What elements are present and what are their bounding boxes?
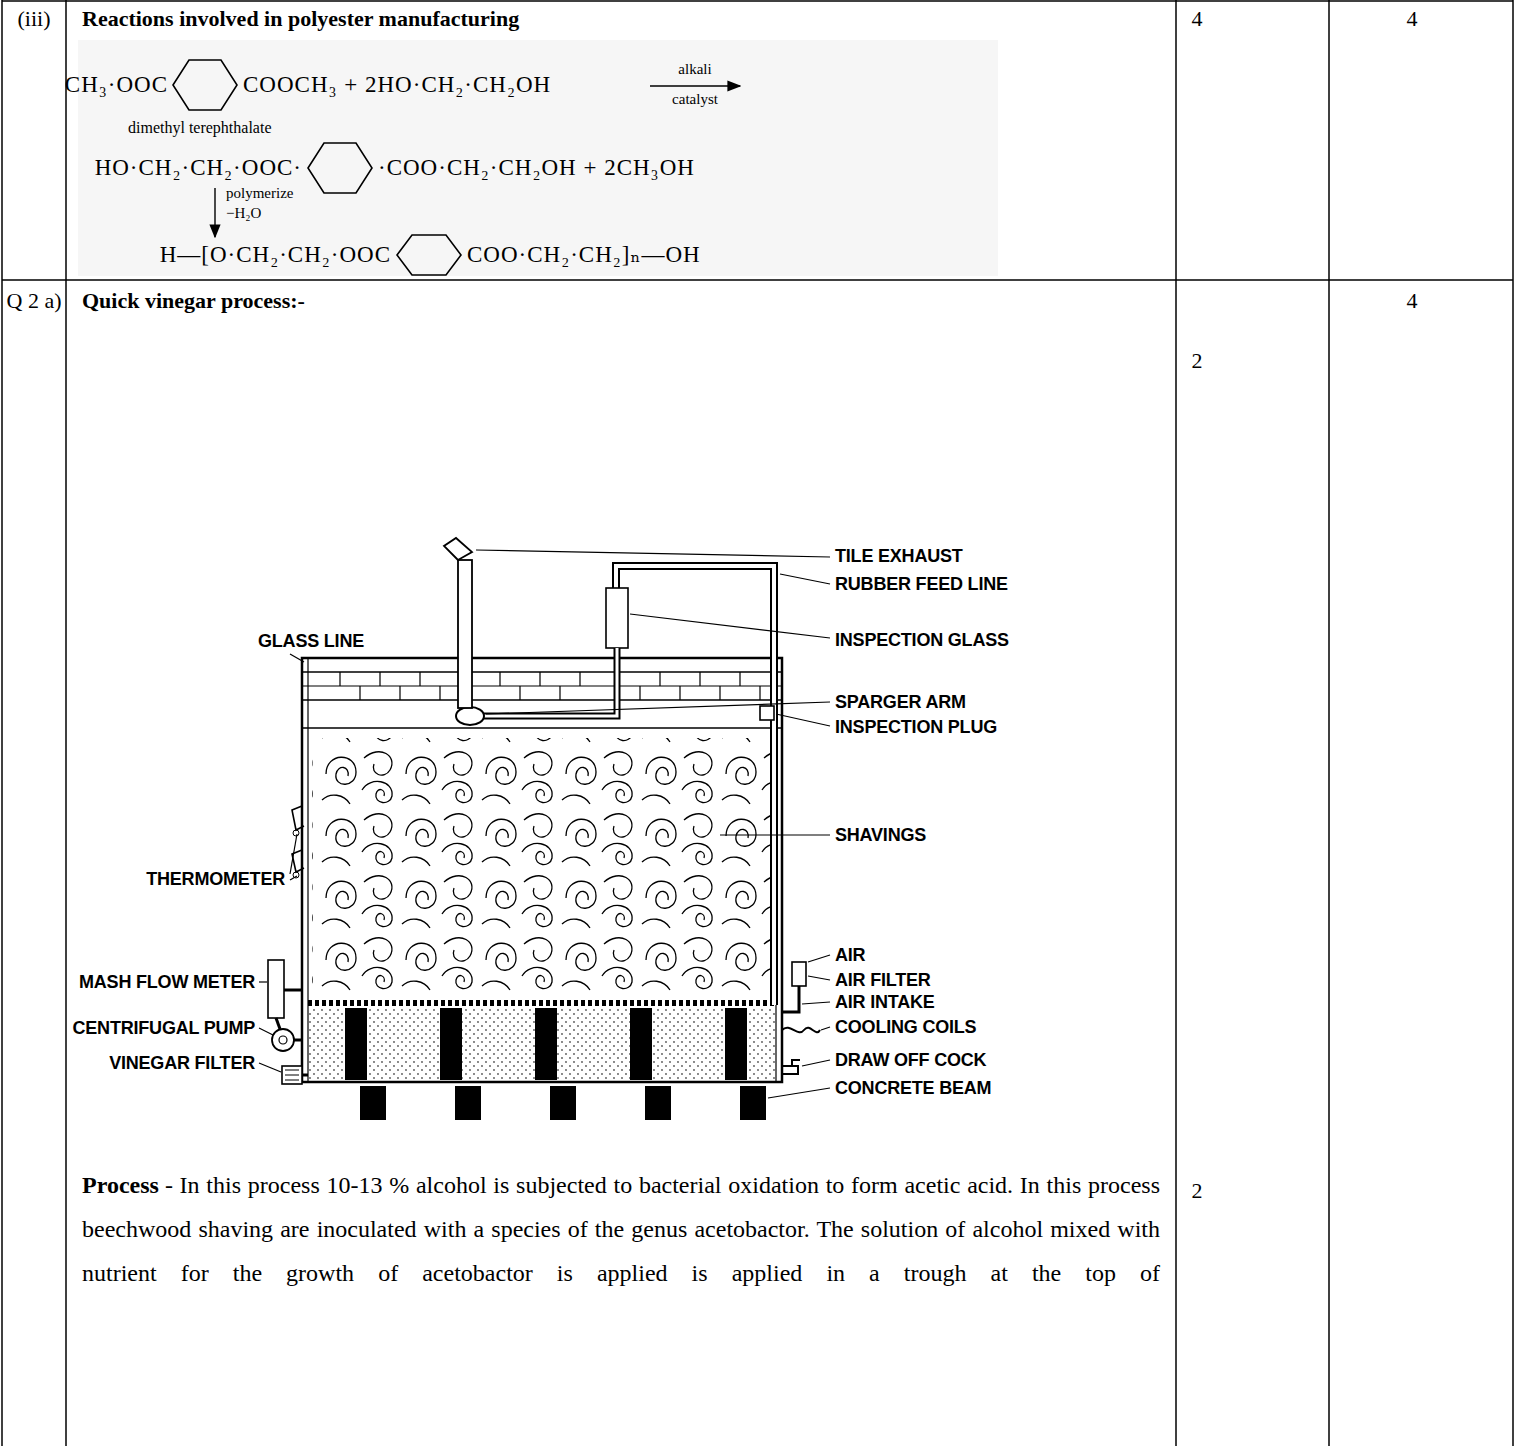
chemical-formula: CH₃·OOC: [65, 72, 168, 98]
reaction-condition: alkali: [678, 60, 711, 78]
answer-heading: Reactions involved in polyester manufact…: [82, 6, 519, 32]
reaction-condition: −H₂O: [226, 204, 261, 222]
reaction-condition: catalyst: [672, 90, 718, 108]
chemical-formula: HO·CH₂·CH₂·OOC·: [95, 155, 302, 181]
chemical-formula: COOCH₃ + 2HO·CH₂·CH₂OH: [243, 72, 551, 98]
marks: 4: [1407, 6, 1418, 32]
chemical-formula: H—[O·CH₂·CH₂·OOC: [160, 242, 391, 268]
paragraph-text: - In this process 10-13 % alcohol is sub…: [82, 1172, 1160, 1286]
marks: 4: [1192, 6, 1203, 32]
part-label: THERMOMETER: [146, 869, 285, 889]
part-label: INSPECTION GLASS: [835, 630, 1009, 650]
part-label: INSPECTION PLUG: [835, 717, 997, 737]
part-label: GLASS LINE: [258, 631, 364, 651]
reaction-scheme: [78, 40, 998, 276]
question-number: Q 2 a): [7, 288, 62, 314]
part-label: RUBBER FEED LINE: [835, 574, 1008, 594]
question-number: (iii): [18, 6, 51, 32]
answer-heading: Quick vinegar process:-: [82, 288, 305, 314]
part-label: SPARGER ARM: [835, 692, 966, 712]
part-label: TILE EXHAUST: [835, 546, 963, 566]
answer-paragraph: Process- In this process 10-13 % alcohol…: [82, 1163, 1160, 1295]
chemical-formula: COO·CH₂·CH₂]ₙ—OH: [467, 242, 701, 268]
part-label: MASH FLOW METER: [79, 972, 255, 992]
vinegar-generator: [268, 538, 820, 1120]
chemical-formula: ·COO·CH₂·CH₂OH + 2CH₃OH: [378, 155, 695, 181]
part-label: CENTRIFUGAL PUMP: [73, 1018, 255, 1038]
part-label: SHAVINGS: [835, 825, 926, 845]
reaction-condition: polymerize: [226, 184, 293, 202]
part-label: VINEGAR FILTER: [109, 1053, 255, 1073]
marks: 4: [1407, 288, 1418, 314]
paragraph-lead: Process: [82, 1172, 159, 1198]
part-label: COOLING COILS: [835, 1017, 976, 1037]
part-label: AIR INTAKE: [835, 992, 935, 1012]
part-label: DRAW OFF COCK: [835, 1050, 986, 1070]
compound-name: dimethyl terephthalate: [128, 118, 272, 137]
marks: 2: [1192, 348, 1203, 374]
part-label: AIR: [835, 945, 865, 965]
marks: 2: [1192, 1178, 1203, 1204]
part-label: CONCRETE BEAM: [835, 1078, 991, 1098]
leader-lines: [259, 550, 830, 1098]
part-label: AIR FILTER: [835, 970, 931, 990]
